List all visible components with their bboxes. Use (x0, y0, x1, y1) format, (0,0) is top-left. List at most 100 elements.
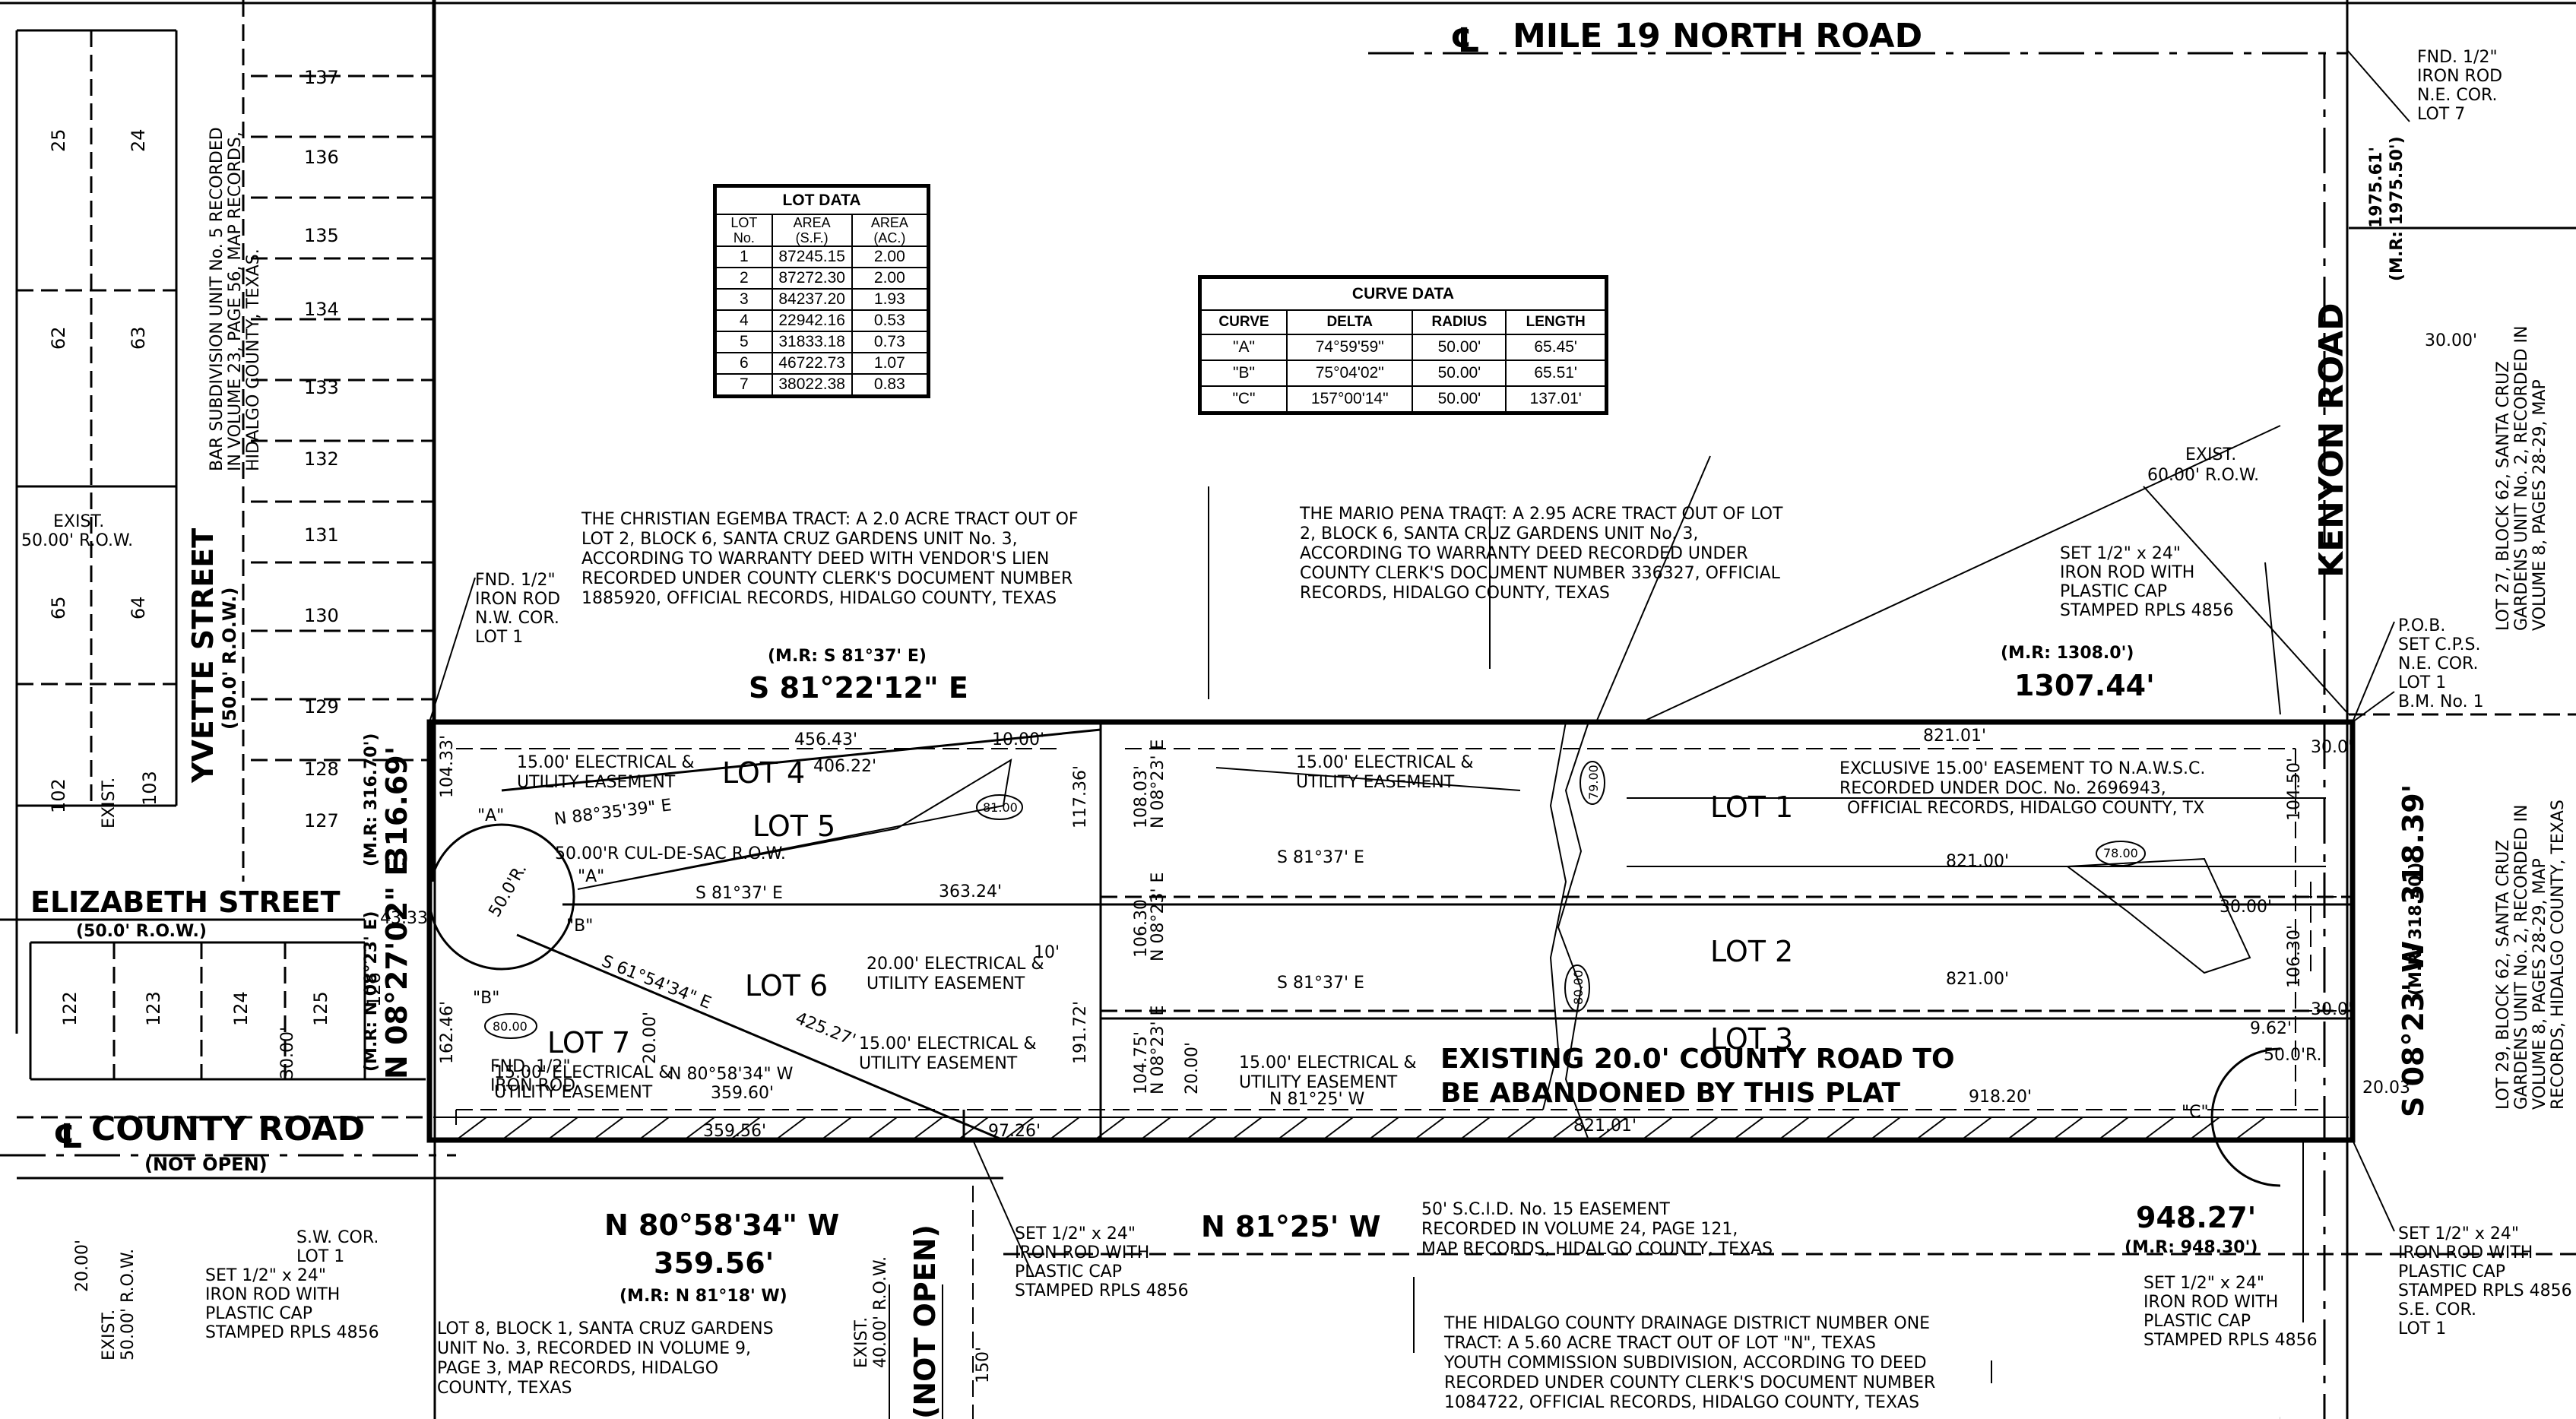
dim-10s: 10' (1034, 943, 1060, 962)
lot27-line1: LOT 27, BLOCK 62, SANTA CRUZ (2494, 361, 2513, 631)
contour-tag-78 (2096, 841, 2146, 866)
dim-50r: 50.0'R. (2264, 1046, 2322, 1065)
adj-lot-137: 137 (304, 67, 339, 88)
lot-5-label: LOT 5 (753, 809, 835, 843)
mon-sw-cor-2: LOT 1 (296, 1247, 344, 1266)
kenyon-record: (M.R: 1975.50') (2387, 136, 2406, 281)
west-subdivision-grid (0, 0, 2576, 1256)
lot8-note-line1: LOT 8, BLOCK 1, SANTA CRUZ GARDENS (437, 1319, 774, 1338)
mon-pob-5: B.M. No. 1 (2398, 692, 2484, 711)
mon-nw-2: IRON ROD (475, 590, 560, 609)
bearing-b2: S 81°37' E (695, 884, 783, 903)
dim-50e: 50.00' R.O.W. (119, 1249, 138, 1360)
easement-e3-line2: UTILITY EASEMENT (867, 974, 1025, 993)
bearing-b8: N 08°23' E (1149, 740, 1168, 828)
adj-lot-63: 63 (128, 326, 149, 350)
contour-tag-80b (484, 1013, 537, 1039)
open-south-label: OPEN) (2280, 1416, 2281, 1419)
lot-data-header-ac: AREA (AC.) (851, 214, 929, 247)
mon-set-mid-2: IRON ROD WITH (1015, 1243, 1149, 1262)
dim-30c: 30.00' (2425, 331, 2477, 350)
adj-lot-122: 122 (59, 991, 81, 1026)
dim-363: 363.24' (939, 882, 1002, 901)
dim-106a: 106.30' (1132, 895, 1151, 958)
bar-sub-line3: HIDALGO COUNTY, TEXAS. (244, 249, 263, 471)
easement-e2-line2: UTILITY EASEMENT (1296, 773, 1455, 792)
easement-e4-line1: 15.00' ELECTRICAL & (859, 1034, 1036, 1053)
dim-43: 43.33' (380, 909, 433, 928)
mon-set-se2-5: S.E. COR. (2398, 1300, 2476, 1319)
cell: 87245.15 (771, 245, 853, 268)
drainage-note-line5: 1084722, OFFICIAL RECORDS, HIDALGO COUNT… (1444, 1393, 1919, 1412)
mon-nw-1: FND. 1/2" (475, 571, 556, 590)
west-record-bearing: (M.R: N 08°23' E) (362, 911, 381, 1072)
adj-lot-65: 65 (48, 596, 69, 619)
mon-set-top-2: IRON ROD WITH (2060, 563, 2194, 582)
cell: 31833.18 (771, 331, 853, 353)
contour-79: 79.00 (1586, 765, 1601, 800)
easement-e2-line1: 15.00' ELECTRICAL & (1296, 753, 1473, 772)
elizabeth-street-label: ELIZABETH STREET (30, 885, 341, 919)
curve-a2: "A" (578, 867, 604, 886)
mon-set-top-4: STAMPED RPLS 4856 (2060, 601, 2234, 620)
county-road-label: COUNTY ROAD (91, 1110, 365, 1148)
mon-set-se2-4: STAMPED RPLS 4856 (2398, 1281, 2572, 1300)
bar-sub-line1: BAR SUBDIVISION UNIT No. 5 RECORDED (208, 127, 227, 471)
adj-lot-129: 129 (304, 696, 339, 717)
curve-b2: "B" (566, 917, 593, 936)
east-dist: 318.39' (2397, 784, 2430, 904)
kenyon-road-label: KENYON ROAD (2312, 303, 2351, 578)
adj-lot-136: 136 (304, 147, 339, 168)
cell: 74°59'59" (1285, 334, 1414, 361)
lot27-line2: GARDENS UNIT No. 2, RECORDED IN (2512, 326, 2531, 632)
curve-data-table: CURVE DATA CURVE DELTA RADIUS LENGTH "A"… (1198, 275, 1608, 415)
cell: 3 (715, 288, 773, 311)
pena-note-line4: COUNTY CLERK'S DOCUMENT NUMBER 336327, O… (1300, 564, 1781, 583)
dim-918: 918.20' (1969, 1088, 2032, 1107)
scid-easement-line2: RECORDED IN VOLUME 24, PAGE 121, (1421, 1220, 1738, 1239)
table-row: "A"74°59'59"50.00'65.45' (1200, 334, 1606, 361)
adj-lot-128: 128 (304, 759, 339, 780)
curve-a1: "A" (477, 806, 504, 825)
adj-lot-134: 134 (304, 299, 339, 320)
cell: 0.83 (851, 373, 929, 396)
curve-c: "C" (2182, 1103, 2209, 1122)
curve-b1: "B" (473, 989, 499, 1008)
leader-lines (429, 49, 2410, 1419)
exclusive-easement-line2: RECORDED UNDER DOC. No. 2696943, (1839, 779, 2166, 798)
mon-ne-top-1: FND. 1/2" (2417, 48, 2498, 67)
pena-note-line5: RECORDS, HIDALGO COUNTY, TEXAS (1300, 584, 1610, 603)
dim-20d: 20.00' (73, 1240, 92, 1292)
dim-162: 162.46' (438, 1001, 457, 1064)
lot-data-table: LOT DATA LOT No. AREA (S.F.) AREA (AC.) … (713, 184, 930, 398)
pena-note-line1: THE MARIO PENA TRACT: A 2.95 ACRE TRACT … (1299, 505, 1783, 524)
dim-359b: 359.56' (703, 1122, 766, 1141)
cell: 50.00' (1412, 334, 1507, 361)
cell: 65.45' (1505, 334, 1606, 361)
mon-ne-top-4: LOT 7 (2417, 105, 2465, 124)
cell: 46722.73 (771, 352, 853, 375)
road-centerlines (0, 52, 2576, 1419)
egemba-note-line2: LOT 2, BLOCK 6, SANTA CRUZ GARDENS UNIT … (581, 530, 1018, 549)
south-west-dist: 359.56' (654, 1246, 774, 1280)
south-east-bearing: N 81°25' W (1201, 1210, 1381, 1243)
pena-note-line2: 2, BLOCK 6, SANTA CRUZ GARDENS UNIT No. … (1300, 524, 1698, 543)
lot-6-label: LOT 6 (745, 969, 828, 1002)
cell: 38022.38 (771, 373, 853, 396)
yvette-row-label: (50.0' R.O.W.) (219, 587, 240, 730)
cell: 2 (715, 267, 773, 290)
lot-2-label: LOT 2 (1710, 935, 1793, 968)
cell: 87272.30 (771, 267, 853, 290)
cell: 1.07 (851, 352, 929, 375)
north-total: 1307.44' (2014, 669, 2155, 702)
easement-e6-line1: 15.00' ELECTRICAL & (1239, 1053, 1416, 1072)
easement-e6-line2: UTILITY EASEMENT (1239, 1073, 1398, 1092)
north-record: (M.R: S 81°37' E) (768, 647, 927, 666)
mon-set-mid-1: SET 1/2" x 24" (1015, 1224, 1136, 1243)
east-record: (M.R: 318.40') (2406, 863, 2425, 996)
dim-106b: 106.30' (2285, 925, 2304, 988)
contour-tag-80a (1564, 964, 1590, 1012)
